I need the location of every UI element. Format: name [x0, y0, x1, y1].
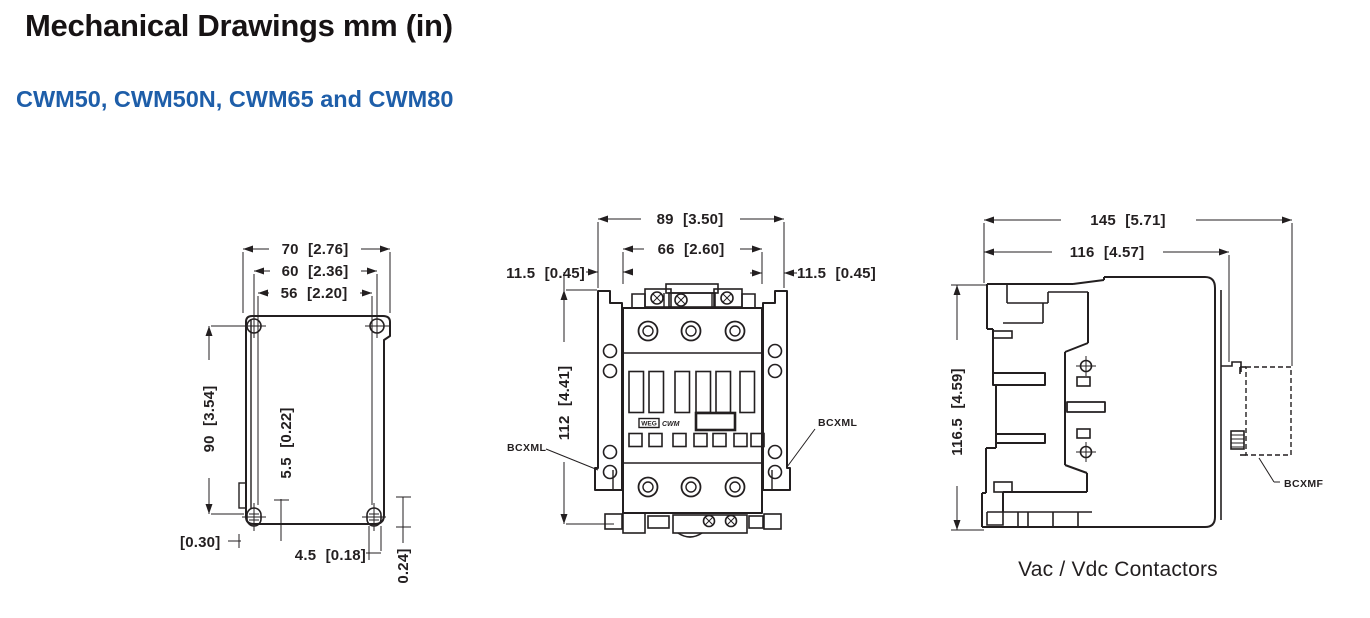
side-front-face — [1002, 292, 1089, 512]
dim-side-total-height-label: 116.5 [4.59] — [949, 368, 966, 455]
side-view-drawing: 145 [5.71] 116 [4.57] 116.5 [4.59] BCXMF — [949, 212, 1324, 581]
rail-mounting-holes — [602, 343, 783, 480]
callout-bcxml-left: BCXML — [507, 442, 599, 471]
dim-slot-offset-label: 4.5 [0.18] — [295, 547, 366, 564]
mounting-hole-top-left — [242, 314, 266, 338]
dim-edge-offset-label: [0.30] — [180, 534, 220, 551]
callout-bcxmf: BCXMF — [1258, 457, 1324, 490]
lower-vent-squares — [628, 432, 765, 448]
dim-slot-height: 0.24] — [395, 496, 412, 584]
dim-side-total-depth-label: 145 [5.71] — [1090, 212, 1165, 229]
dim-front-total-height-label: 112 [4.41] — [556, 366, 573, 441]
weg-logo: WEG CWM — [638, 417, 680, 429]
dim-front-body-width-label: 66 [2.60] — [658, 241, 725, 258]
footprint-extension-lines — [242, 252, 391, 505]
dim-hole-spacing-top: 60 [2.36] — [254, 263, 377, 280]
coil-screw-icon — [650, 291, 664, 305]
contact-position-indicator — [694, 411, 737, 432]
callout-bcxml-right: BCXML — [786, 417, 858, 468]
page-title: Mechanical Drawings mm (in) — [25, 8, 453, 43]
crosshair-icon — [1076, 442, 1096, 462]
front-view-drawing: WEG CWM — [506, 211, 876, 538]
dim-slot-width: 5.5 [0.22] — [274, 407, 295, 541]
dim-side-total-depth: 145 [5.71] — [984, 212, 1292, 229]
front-extension-lines — [597, 222, 785, 288]
left-mounting-rail — [594, 290, 623, 491]
dim-edge-offset: [0.30] — [180, 534, 241, 551]
crosshair-icon — [1076, 356, 1096, 376]
callout-bcxmf-label: BCXMF — [1284, 478, 1324, 490]
side-interior-details — [1066, 356, 1106, 462]
mounting-slot-bottom-left — [242, 503, 266, 531]
accessory-bcxmf-outline — [1239, 366, 1292, 456]
coil-screw-icon — [702, 514, 716, 528]
dim-side-body-depth-label: 116 [4.57] — [1070, 244, 1145, 261]
footprint-drawing: 70 [2.76] 60 [2.36] 56 [2.20] 90 [3.54] — [180, 241, 412, 584]
side-view-caption: Vac / Vdc Contactors — [1018, 558, 1218, 581]
dim-front-total-width: 89 [3.50] — [598, 211, 784, 228]
vent-slots — [628, 370, 756, 414]
upper-terminal-screws — [637, 320, 746, 342]
dim-rail-width-left-label: 11.5 [0.45] — [506, 265, 585, 282]
dim-slot-height-label: 0.24] — [395, 548, 412, 583]
side-bottom-feet — [986, 511, 1092, 527]
din-clip-area — [604, 512, 782, 538]
callout-bcxml-right-label: BCXML — [818, 417, 858, 429]
model-logo-text: CWM — [662, 421, 680, 428]
dim-total-width-label: 70 [2.76] — [282, 241, 349, 258]
mounting-hole-top-right — [365, 314, 389, 338]
dim-total-width: 70 [2.76] — [243, 241, 390, 258]
dim-side-total-height: 116.5 [4.59] — [949, 284, 988, 531]
dim-slot-offset: 4.5 [0.18] — [295, 526, 382, 564]
contactor-body — [622, 307, 763, 514]
dim-hole-spacing-bottom: 56 [2.20] — [258, 285, 372, 302]
model-series-subtitle: CWM50, CWM50N, CWM65 and CWM80 — [16, 86, 454, 112]
dim-front-total-width-label: 89 [3.50] — [657, 211, 724, 228]
coil-screw-icon — [674, 293, 688, 307]
dim-front-total-height: 112 [4.41] — [556, 272, 614, 525]
dim-slot-width-label: 5.5 [0.22] — [278, 407, 295, 478]
weg-logo-text: WEG — [641, 421, 657, 428]
side-rear-details — [1220, 290, 1245, 520]
dim-hole-spacing-top-label: 60 [2.36] — [282, 263, 349, 280]
lower-terminal-screws — [637, 476, 746, 498]
side-shroud-lines — [992, 284, 1088, 493]
dim-side-body-depth: 116 [4.57] — [984, 244, 1229, 261]
coil-terminal-block — [631, 283, 756, 308]
mounting-plate-outline — [245, 315, 391, 525]
dim-hole-spacing-bottom-label: 56 [2.20] — [281, 285, 348, 302]
coil-screw-icon — [724, 514, 738, 528]
dim-hole-spacing-vertical-label: 90 [3.54] — [201, 386, 218, 453]
dim-hole-spacing-vertical: 90 [3.54] — [201, 325, 245, 515]
coil-screw-icon — [720, 291, 734, 305]
side-body-outline — [981, 276, 1216, 528]
dim-rail-width-right: 11.5 [0.45] — [750, 265, 876, 282]
dim-front-body-width: 66 [2.60] — [623, 241, 762, 258]
right-mounting-rail — [762, 290, 791, 491]
plate-left-tab — [238, 482, 247, 509]
callout-bcxml-left-label: BCXML — [507, 442, 547, 454]
mounting-slot-bottom-right — [362, 503, 386, 531]
dim-rail-width-right-label: 11.5 [0.45] — [797, 265, 876, 282]
dim-rail-width-left: 11.5 [0.45] — [506, 265, 633, 282]
